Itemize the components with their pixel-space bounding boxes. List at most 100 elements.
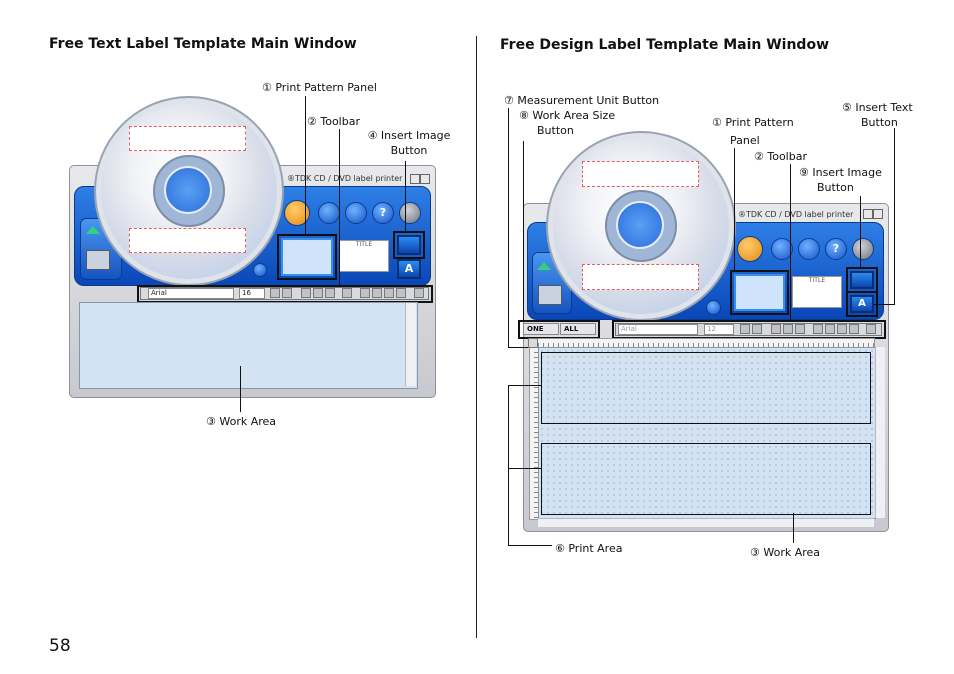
left-work-area[interactable] — [79, 302, 418, 389]
right-callout-insert-image-line2: Button — [817, 181, 854, 194]
right-align-right-icon[interactable] — [795, 324, 805, 334]
right-heading: Free Design Label Template Main Window — [500, 37, 830, 53]
right-leader-print-area-label — [508, 545, 552, 546]
left-align-center-icon[interactable] — [313, 288, 323, 298]
left-new-page-icon[interactable] — [318, 202, 340, 224]
right-align-center-icon[interactable] — [783, 324, 793, 334]
right-insert-image-button[interactable] — [850, 271, 874, 289]
left-callout-print-pattern: ① Print Pattern Panel — [262, 81, 377, 94]
right-print-pattern-panel[interactable] — [730, 270, 789, 315]
column-divider — [476, 36, 477, 638]
left-work-scrollbar[interactable] — [405, 303, 416, 386]
left-info-icon[interactable] — [414, 288, 424, 298]
right-callout-work-area-size: ⑧ Work Area Size Button — [519, 108, 615, 138]
right-help-icon[interactable]: ? — [825, 238, 847, 260]
right-leader-measurement-h — [508, 347, 528, 348]
left-printer-icon[interactable] — [86, 250, 110, 270]
right-cut-icon[interactable] — [813, 324, 823, 334]
right-italic-icon[interactable] — [752, 324, 762, 334]
right-pattern-selected[interactable] — [734, 274, 785, 311]
right-callout-work-area: ③ Work Area — [750, 546, 821, 559]
left-settings-icon[interactable] — [345, 202, 367, 224]
left-size-select[interactable]: 16 — [239, 288, 265, 299]
right-bold-icon[interactable] — [740, 324, 750, 334]
right-leader-print-pattern — [734, 148, 735, 270]
right-top-label-area[interactable] — [582, 161, 699, 187]
right-new-page-icon[interactable] — [771, 238, 793, 260]
right-work-hscrollbar[interactable] — [538, 518, 874, 527]
right-print-area-top[interactable] — [541, 352, 871, 424]
right-copy-icon[interactable] — [825, 324, 835, 334]
right-undo-icon[interactable] — [849, 324, 859, 334]
right-paste-icon[interactable] — [837, 324, 847, 334]
right-eject-icon — [537, 262, 551, 270]
left-pattern-title[interactable]: TITLE — [339, 240, 389, 272]
right-work-area-size-button[interactable] — [528, 338, 538, 348]
right-leader-insert-text-h — [874, 304, 895, 305]
right-leader-toolbar — [790, 164, 791, 320]
right-callout-print-area: ⑥ Print Area — [555, 542, 623, 555]
left-template-button[interactable] — [284, 200, 310, 226]
right-zoom-icon[interactable] — [706, 300, 721, 315]
left-leader-print-pattern — [305, 96, 306, 234]
left-insert-text-button[interactable]: A — [397, 259, 421, 279]
left-callout-insert-image-line2: Button — [390, 144, 428, 157]
right-work-area[interactable] — [538, 347, 876, 519]
right-callout-measurement-unit: ⑦ Measurement Unit Button — [504, 94, 660, 107]
right-print-area-bottom[interactable] — [541, 443, 871, 515]
left-layer-icon[interactable] — [342, 288, 352, 298]
right-callout-insert-text: ⑤ Insert Text Button — [842, 100, 913, 130]
left-align-right-icon[interactable] — [325, 288, 335, 298]
left-cut-icon[interactable] — [360, 288, 370, 298]
right-pattern-title[interactable]: TITLE — [792, 276, 842, 308]
left-callout-insert-image-line1: ④ Insert Image — [367, 129, 451, 142]
left-pattern-selected[interactable] — [281, 238, 333, 276]
right-callout-print-pattern-line2: Panel — [730, 134, 760, 147]
left-align-left-icon[interactable] — [301, 288, 311, 298]
left-close-button[interactable] — [420, 174, 430, 184]
left-user-icon[interactable] — [399, 202, 421, 224]
right-cd-hub — [616, 201, 664, 249]
left-zoom-icon[interactable] — [253, 263, 267, 277]
right-leader-work-area-size — [523, 141, 524, 321]
right-unit-all-button[interactable]: ALL — [560, 323, 596, 335]
page-number: 58 — [49, 636, 71, 656]
right-unit-one-button[interactable]: ONE — [523, 323, 559, 335]
right-info-icon[interactable] — [866, 324, 876, 334]
right-bottom-label-area[interactable] — [582, 264, 699, 290]
right-align-left-icon[interactable] — [771, 324, 781, 334]
right-leader-insert-image — [860, 196, 861, 267]
left-font-select[interactable]: Arial — [148, 288, 234, 299]
right-printer-icon[interactable] — [538, 285, 562, 305]
right-minimize-button[interactable] — [863, 209, 873, 219]
left-undo-icon[interactable] — [396, 288, 406, 298]
left-italic-icon[interactable] — [282, 288, 292, 298]
right-callout-insert-image-line1: ⑨ Insert Image — [799, 166, 882, 179]
right-leader-print-area-v — [508, 385, 509, 545]
left-callout-insert-image: ④ Insert Image Button — [364, 128, 454, 158]
left-paste-icon[interactable] — [384, 288, 394, 298]
right-settings-icon[interactable] — [798, 238, 820, 260]
right-user-icon[interactable] — [852, 238, 874, 260]
left-leader-toolbar — [339, 129, 340, 285]
left-help-icon[interactable]: ? — [372, 202, 394, 224]
right-size-select[interactable]: 12 — [704, 324, 734, 335]
right-leader-work-area — [793, 513, 794, 543]
left-insert-image-button[interactable] — [397, 235, 421, 255]
right-insert-text-button[interactable]: A — [850, 295, 874, 313]
left-minimize-button[interactable] — [410, 174, 420, 184]
right-font-select[interactable]: Arial — [618, 324, 698, 335]
left-copy-icon[interactable] — [372, 288, 382, 298]
left-print-pattern-panel[interactable] — [277, 234, 337, 280]
left-brand-text: ®TDK CD / DVD label printer — [287, 174, 403, 183]
left-bottom-label-area[interactable] — [129, 228, 246, 253]
right-callout-work-area-size-line2: Button — [537, 124, 574, 137]
right-close-button[interactable] — [873, 209, 883, 219]
left-eject-icon — [86, 226, 100, 234]
right-work-vscrollbar[interactable] — [875, 347, 885, 518]
left-insert-image-highlight — [393, 231, 425, 259]
right-template-button[interactable] — [737, 236, 763, 262]
left-top-label-area[interactable] — [129, 126, 246, 151]
left-leader-insert-image — [405, 161, 406, 231]
left-bold-icon[interactable] — [270, 288, 280, 298]
